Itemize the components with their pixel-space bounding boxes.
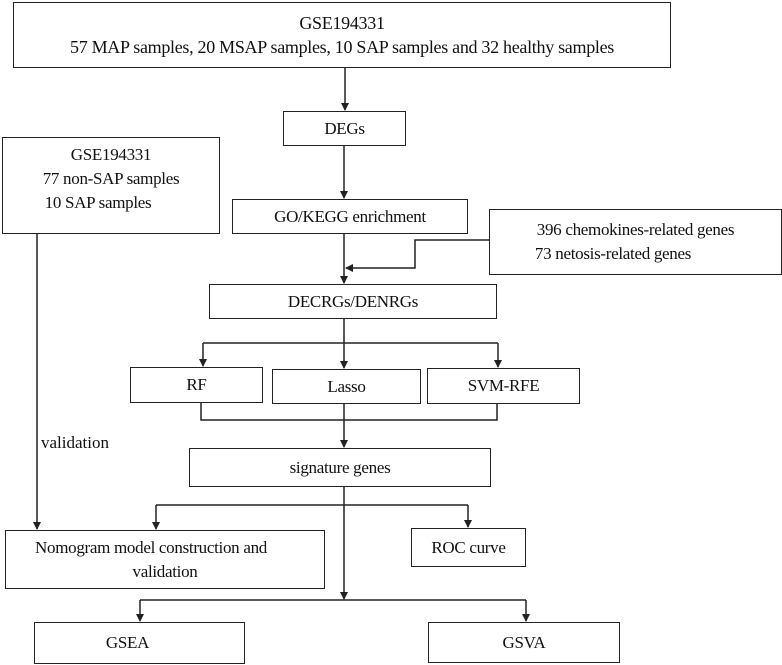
gsva-label: GSVA xyxy=(502,632,546,652)
lasso-label: Lasso xyxy=(327,376,366,396)
nomogram-box: Nomogram model construction and validati… xyxy=(5,530,325,589)
roc-curve-label: ROC curve xyxy=(431,537,506,557)
gsea-box: GSEA xyxy=(34,622,245,664)
degs-box: DEGs xyxy=(283,111,406,146)
roc-curve-box: ROC curve xyxy=(411,528,526,567)
degs-label: DEGs xyxy=(324,118,365,138)
gene-sets-line2: 73 netosis-related genes xyxy=(534,244,692,263)
arrow-genesets-to-main xyxy=(345,239,489,272)
gene-sets-line1: 396 chemokines-related genes xyxy=(536,220,735,239)
dataset-top-title: GSE194331 xyxy=(299,13,385,33)
nomogram-line2: validation xyxy=(132,561,198,581)
validation-label: validation xyxy=(41,433,109,452)
dataset-left-title: GSE194331 xyxy=(70,144,152,164)
decrgs-label: DECRGs/DENRGs xyxy=(287,291,419,311)
join-ml xyxy=(200,402,498,421)
rf-label: RF xyxy=(186,375,207,394)
dataset-left-line2: 10 SAP samples xyxy=(44,192,152,212)
signature-genes-label: signature genes xyxy=(289,457,391,477)
svm-rfe-label: SVM-RFE xyxy=(467,376,540,395)
gsea-label: GSEA xyxy=(105,633,150,652)
dataset-left-line1: 77 non-SAP samples xyxy=(42,168,180,188)
gene-sets-box: 396 chemokines-related genes 73 netosis-… xyxy=(489,209,782,275)
lasso-box: Lasso xyxy=(272,369,421,404)
svm-rfe-box: SVM-RFE xyxy=(427,368,580,404)
signature-genes-box: signature genes xyxy=(189,448,491,487)
gsva-box: GSVA xyxy=(428,622,620,663)
go-kegg-label: GO/KEGG enrichment xyxy=(274,206,426,226)
dataset-top-subtitle: 57 MAP samples, 20 MSAP samples, 10 SAP … xyxy=(70,37,614,57)
nomogram-line1: Nomogram model construction and xyxy=(35,537,267,557)
go-kegg-box: GO/KEGG enrichment xyxy=(232,199,468,234)
rf-box: RF xyxy=(130,367,263,403)
dataset-left-box: GSE194331 77 non-SAP samples 10 SAP samp… xyxy=(2,137,220,234)
dataset-top-box: GSE194331 57 MAP samples, 20 MSAP sample… xyxy=(13,2,671,68)
decrgs-box: DECRGs/DENRGs xyxy=(209,284,497,319)
